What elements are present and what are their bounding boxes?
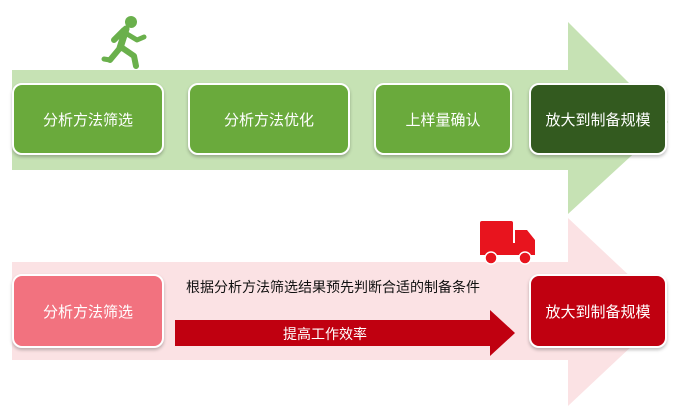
bottom-step-label: 放大到制备规模 xyxy=(545,302,651,321)
bottom-step-analysis-screening: 分析方法筛选 xyxy=(12,274,164,348)
prediction-caption: 根据分析方法筛选结果预先判断合适的制备条件 xyxy=(186,280,480,296)
top-step-analysis-screening: 分析方法筛选 xyxy=(12,83,164,155)
top-step-loading-confirmation: 上样量确认 xyxy=(374,83,512,155)
top-step-label: 上样量确认 xyxy=(405,110,481,129)
running-person-icon xyxy=(101,16,147,69)
bottom-flow-arrow xyxy=(12,218,668,406)
bottom-step-label: 分析方法筛选 xyxy=(42,302,133,321)
top-step-label: 分析方法筛选 xyxy=(42,110,133,129)
efficiency-label: 提高工作效率 xyxy=(283,327,367,343)
top-step-label: 放大到制备规模 xyxy=(545,110,651,129)
top-step-label: 分析方法优化 xyxy=(223,110,314,129)
truck-icon xyxy=(480,221,535,265)
top-step-scale-up: 放大到制备规模 xyxy=(529,83,667,155)
bottom-step-scale-up: 放大到制备规模 xyxy=(529,274,667,348)
top-step-method-optimization: 分析方法优化 xyxy=(188,83,350,155)
efficiency-arrow xyxy=(175,310,515,356)
